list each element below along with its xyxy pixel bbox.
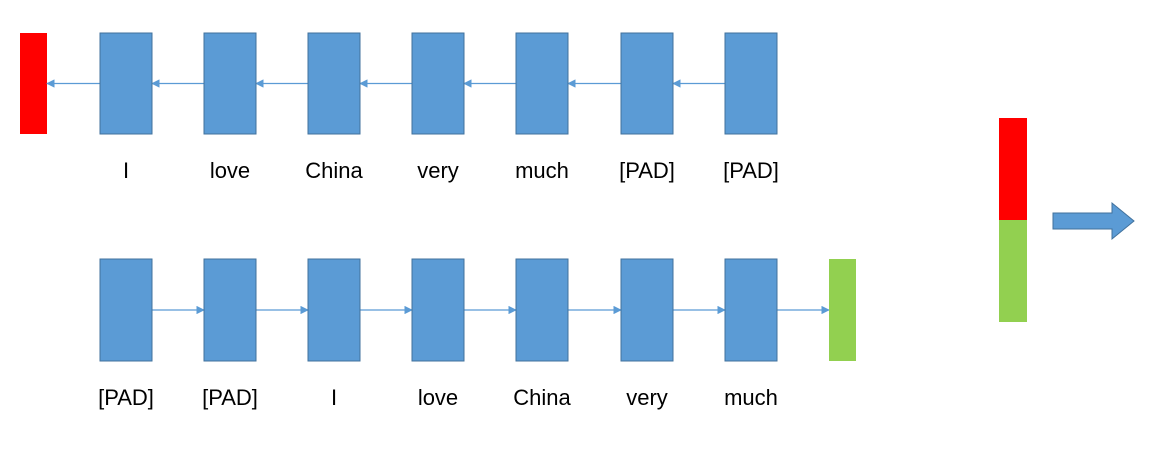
backward-lstm-cell xyxy=(620,32,674,135)
backward-final-state xyxy=(20,33,47,134)
backward-lstm-cell xyxy=(99,32,153,135)
forward-lstm-cell xyxy=(411,258,465,362)
concat-forward-part xyxy=(999,220,1027,322)
backward-cells xyxy=(99,32,778,135)
backward-token-label: [PAD] xyxy=(723,158,779,183)
forward-final-state xyxy=(829,259,856,361)
forward-lstm-cell xyxy=(203,258,257,362)
forward-lstm-cell xyxy=(99,258,153,362)
forward-token-label: much xyxy=(724,385,778,410)
concatenated-state xyxy=(999,118,1027,322)
forward-token-label: [PAD] xyxy=(202,385,258,410)
backward-lstm-cell xyxy=(724,32,778,135)
forward-token-label: [PAD] xyxy=(98,385,154,410)
block-arrow-right-icon xyxy=(1052,201,1135,241)
concat-backward-part xyxy=(999,118,1027,220)
forward-cells xyxy=(99,258,778,362)
backward-token-label: [PAD] xyxy=(619,158,675,183)
backward-token-label: much xyxy=(515,158,569,183)
forward-token-label: very xyxy=(626,385,668,410)
backward-token-label: very xyxy=(417,158,459,183)
forward-lstm-cell xyxy=(620,258,674,362)
backward-lstm-cell xyxy=(307,32,361,135)
backward-lstm-cell xyxy=(203,32,257,135)
forward-lstm-cell xyxy=(307,258,361,362)
backward-token-label: I xyxy=(123,158,129,183)
forward-token-label: love xyxy=(418,385,458,410)
forward-lstm-cell xyxy=(515,258,569,362)
forward-token-label: China xyxy=(513,385,571,410)
backward-token-label: love xyxy=(210,158,250,183)
backward-lstm-cell xyxy=(515,32,569,135)
forward-lstm-cell xyxy=(724,258,778,362)
backward-token-label: China xyxy=(305,158,363,183)
forward-token-label: I xyxy=(331,385,337,410)
backward-lstm-cell xyxy=(411,32,465,135)
